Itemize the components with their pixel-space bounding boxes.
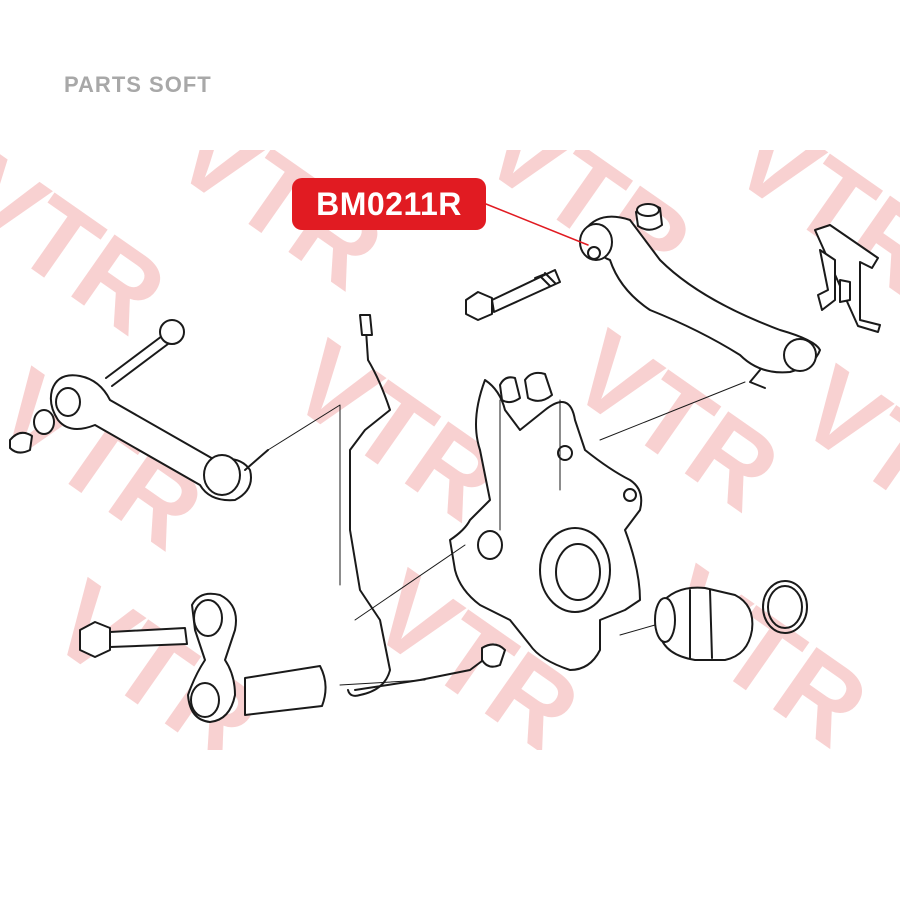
watermark-text: VTR xyxy=(153,150,404,313)
circlip xyxy=(762,580,808,634)
lower-left-link xyxy=(79,592,327,723)
callout-leader xyxy=(485,203,589,246)
brand-label: PARTS SOFT xyxy=(64,72,212,97)
parts-linework xyxy=(9,203,881,723)
wheel-knuckle xyxy=(449,379,643,671)
watermark-layer: VTR VTR VTR VTR VTR VTR VTR VTR VTR VTR … xyxy=(0,150,900,750)
watermark-text: VTR xyxy=(30,557,281,750)
leader-lines xyxy=(267,381,746,686)
part-number-text: BM0211R xyxy=(316,185,462,222)
rear-suspension-exploded-diagram: VTR VTR VTR VTR VTR VTR VTR VTR VTR VTR … xyxy=(0,150,900,750)
upper-control-arm xyxy=(579,215,821,389)
abs-sensor-cable xyxy=(347,314,506,697)
watermark-text: VTR xyxy=(778,343,900,570)
bolt-upper xyxy=(465,269,561,321)
left-upper-link xyxy=(9,319,269,502)
brake-hardware-clips xyxy=(814,224,881,333)
part-number-callout[interactable]: BM0211R xyxy=(292,178,486,230)
bushing-top-right xyxy=(635,203,663,231)
wheel-bearing xyxy=(654,586,754,661)
watermark-text: VTR xyxy=(712,150,900,319)
knuckle-bushings xyxy=(499,371,553,404)
